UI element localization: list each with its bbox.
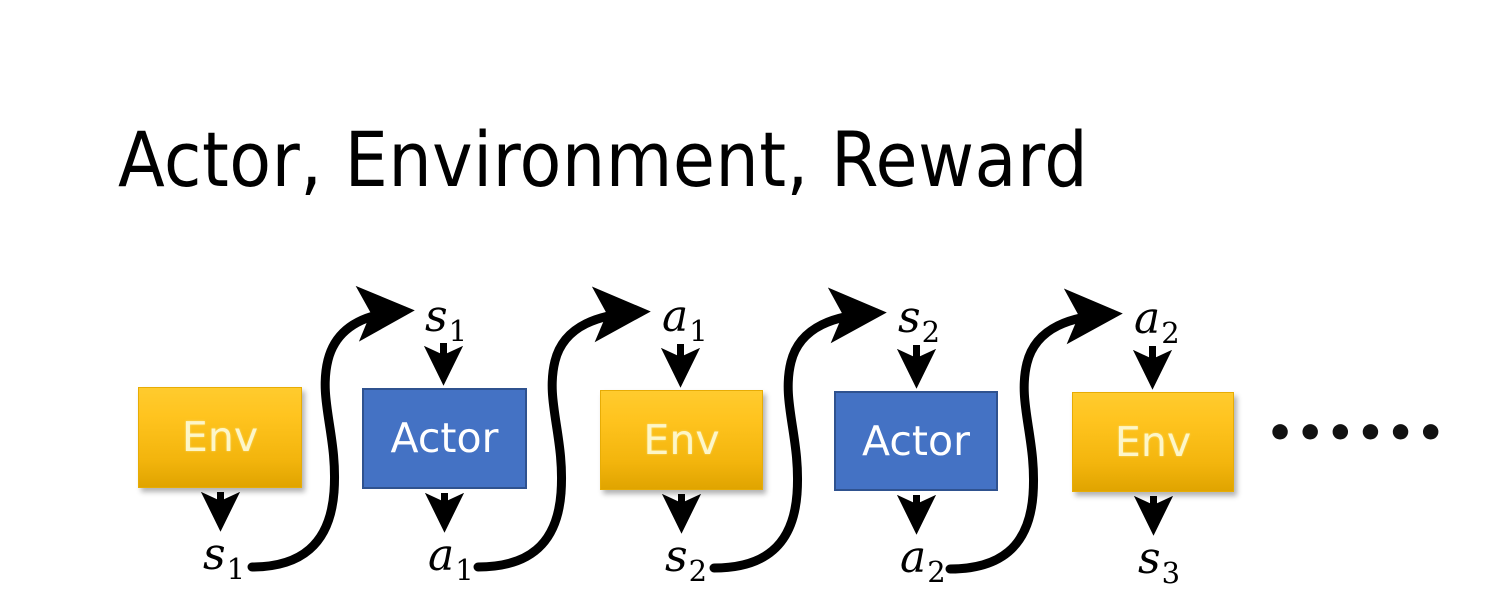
box-env-1[interactable]: Env [138, 387, 302, 488]
math-symbol: s [425, 291, 448, 342]
math-symbol: a [1134, 293, 1161, 344]
math-symbol: s [665, 531, 688, 582]
label-action-a2-bottom: a2 [900, 536, 946, 587]
label-action-a1-top: a1 [662, 295, 708, 346]
math-subscript: 2 [1161, 316, 1180, 350]
label-state-s3-bottom: s3 [1138, 537, 1180, 588]
ellipsis-continuation: •••••• [1266, 408, 1447, 459]
math-subscript: 1 [226, 552, 246, 586]
math-symbol: a [428, 530, 455, 581]
box-label: Env [1114, 417, 1192, 466]
math-symbol: a [900, 532, 927, 583]
page-title: Actor, Environment, Reward [118, 115, 1089, 204]
math-subscript: 2 [921, 315, 941, 349]
box-env-2[interactable]: Env [600, 390, 763, 490]
label-state-s1-bottom: s1 [203, 533, 245, 584]
label-action-a2-top: a2 [1134, 297, 1180, 348]
math-subscript: 1 [448, 314, 468, 348]
math-subscript: 1 [689, 314, 708, 348]
math-subscript: 2 [927, 555, 946, 589]
math-symbol: s [203, 529, 226, 580]
box-label: Actor [862, 416, 970, 465]
arrow-down-into-box [423, 343, 1173, 390]
box-label: Env [643, 415, 720, 464]
box-actor-1[interactable]: Actor [362, 388, 527, 489]
label-state-s1-top: s1 [425, 295, 467, 346]
label-state-s2-top: s2 [898, 296, 940, 347]
box-label: Env [181, 413, 259, 461]
math-subscript: 1 [455, 553, 474, 587]
math-symbol: a [662, 291, 689, 342]
label-state-s2-bottom: s2 [665, 535, 707, 586]
box-env-3[interactable]: Env [1072, 392, 1234, 492]
math-subscript: 2 [688, 554, 708, 588]
box-actor-2[interactable]: Actor [834, 391, 998, 491]
math-symbol: s [1138, 533, 1161, 584]
arrow-down-out-of-box [200, 491, 1174, 536]
label-action-a1-bottom: a1 [428, 534, 474, 585]
math-subscript: 3 [1161, 556, 1181, 590]
box-label: Actor [390, 414, 499, 462]
math-symbol: s [898, 292, 921, 343]
